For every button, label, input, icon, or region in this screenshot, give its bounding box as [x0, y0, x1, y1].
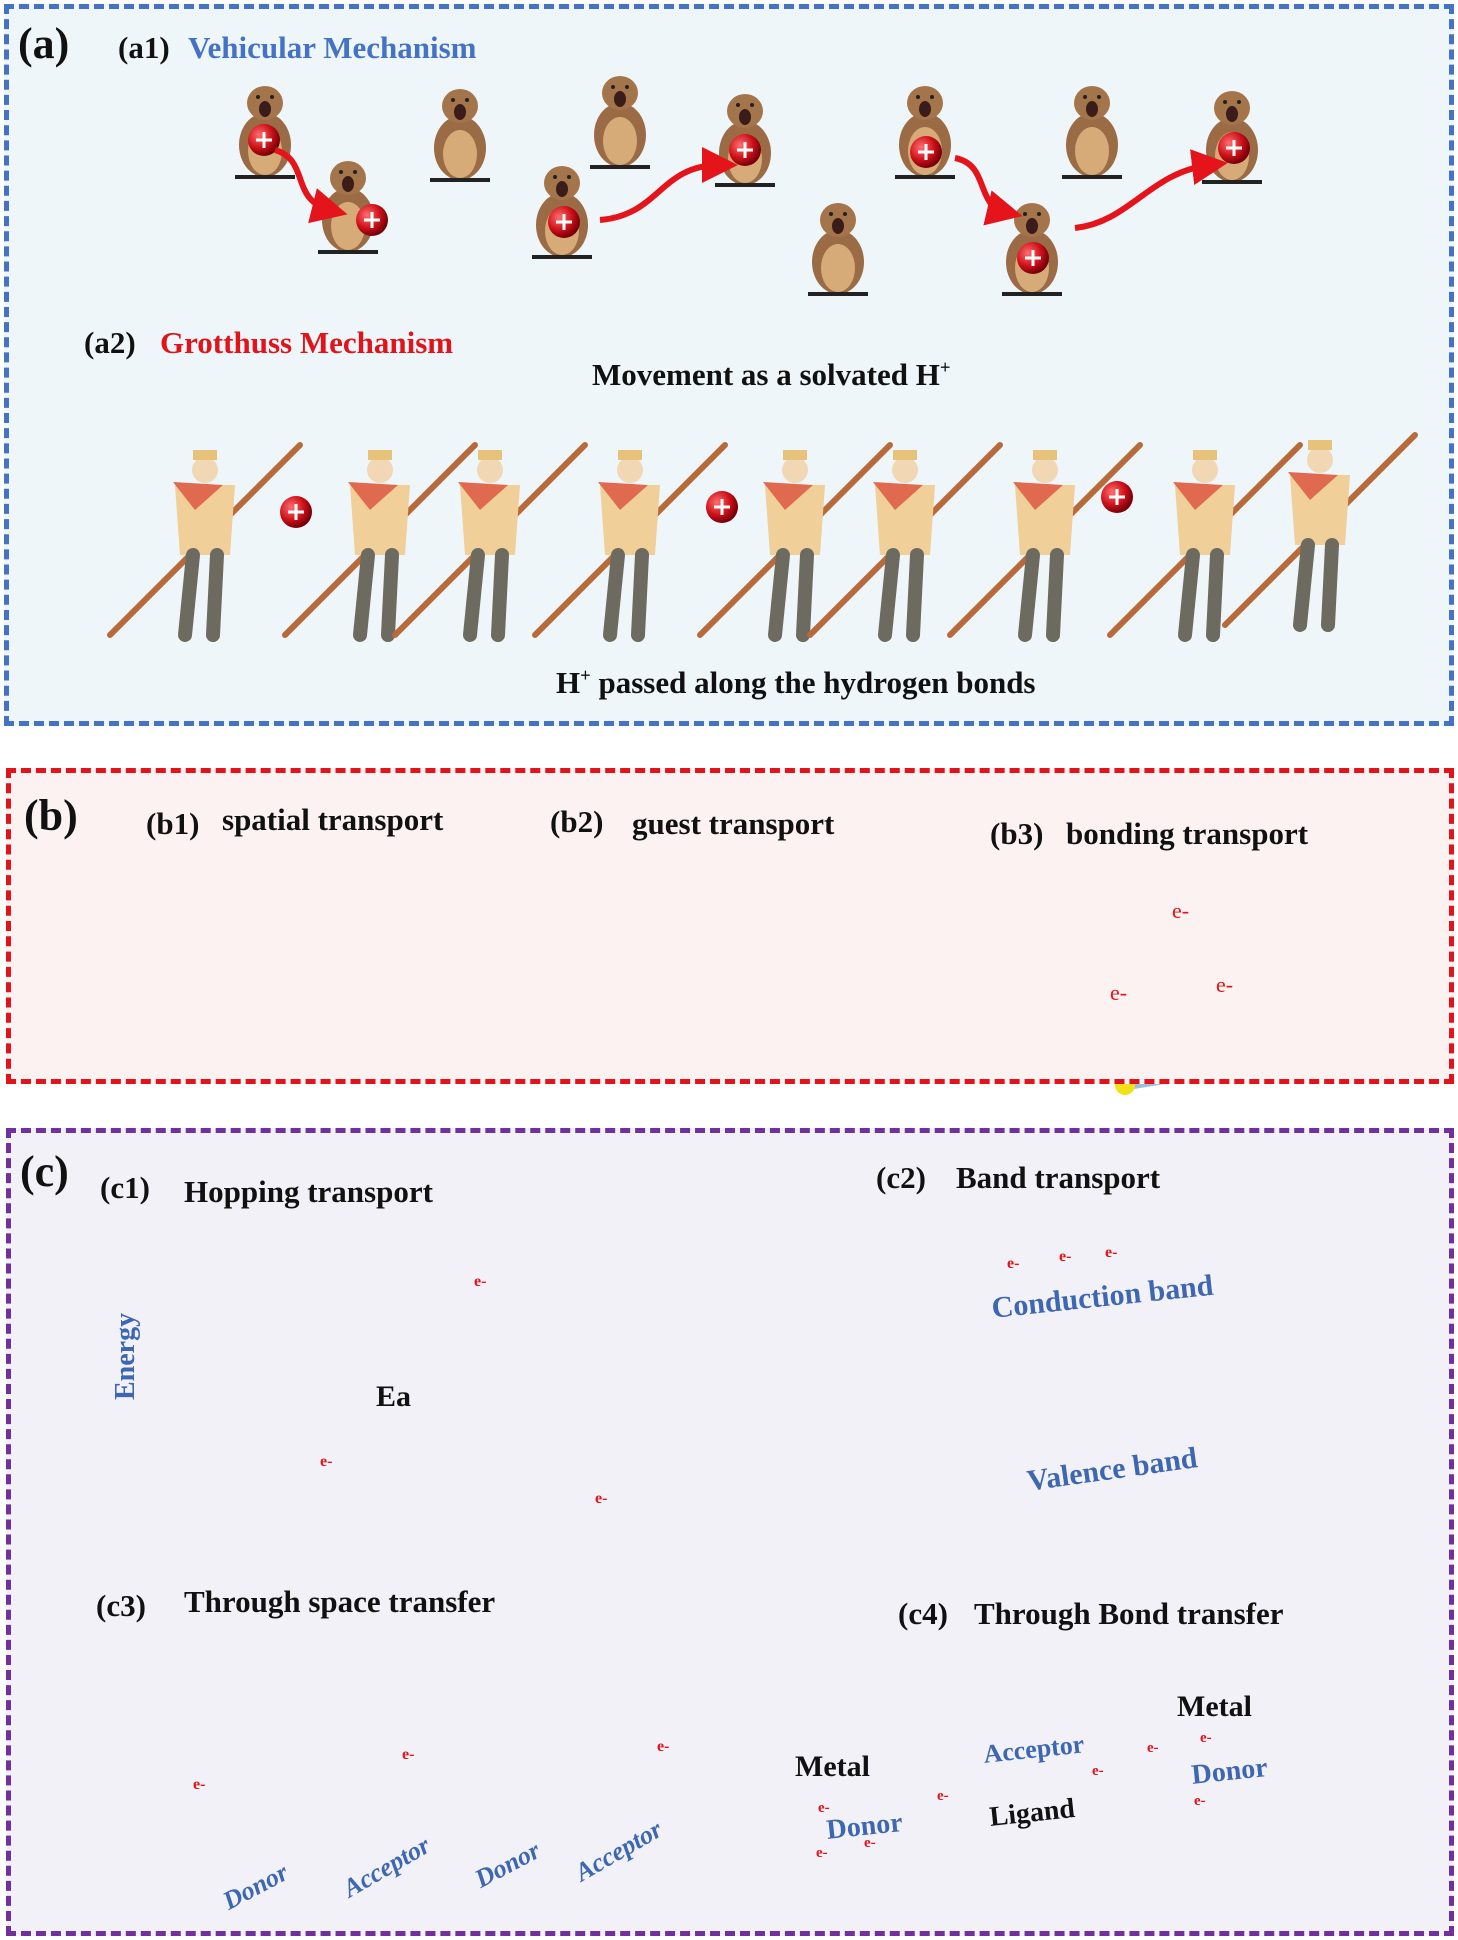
electron-label: e-: [937, 1788, 949, 1804]
monk-figure: [1110, 445, 1300, 635]
marmot-figure: [808, 203, 868, 296]
panel-a-label: (a): [18, 19, 70, 68]
c2-tag: (c2): [876, 1160, 926, 1195]
c1-title: Hopping transport: [184, 1174, 433, 1209]
panel-c-label: (c): [20, 1147, 69, 1196]
c4-tag: (c4): [898, 1596, 948, 1631]
electron-label: e-: [864, 1835, 876, 1851]
vehicular-caption-sup: +: [939, 357, 951, 379]
electron-label: e-: [1092, 1763, 1104, 1779]
proton-icon: [704, 489, 740, 525]
grotthuss-caption-sup: +: [580, 665, 591, 687]
b2-tag: (b2): [550, 804, 604, 839]
proton-icon: [546, 204, 582, 240]
c4-title: Through Bond transfer: [974, 1596, 1284, 1631]
electron-label: e-: [1059, 1248, 1072, 1265]
monk-figure: [395, 445, 585, 635]
activation-energy-label: Ea: [376, 1380, 412, 1413]
electron-label: e-: [320, 1453, 333, 1470]
c2-title: Band transport: [956, 1160, 1161, 1195]
monk-figure: [285, 445, 475, 635]
c1-tag: (c1): [100, 1170, 150, 1205]
electron-label: e-: [1172, 898, 1190, 923]
electron-label: e-: [1105, 1244, 1118, 1261]
b2-title: guest transport: [632, 806, 835, 841]
vehicular-caption-text: Movement as a solvated H: [592, 357, 940, 392]
hop-arrow: [599, 147, 738, 223]
proton-icon: [1015, 240, 1051, 276]
proton-icon: [727, 132, 763, 168]
monk-figure: [110, 445, 300, 635]
panel-c-electron-conduction: [6, 1128, 1454, 1936]
monk-figure: [535, 445, 725, 635]
electron-label: e-: [1200, 1730, 1212, 1746]
b1-title: spatial transport: [222, 802, 444, 837]
electron-label: e-: [1007, 1255, 1020, 1272]
electron-label: e-: [474, 1273, 487, 1290]
grotthuss-caption: H+ passed along the hydrogen bonds: [556, 665, 1036, 701]
proton-icon: [354, 202, 390, 238]
marmot-figure: [590, 76, 650, 169]
hop-arrow: [954, 155, 1023, 226]
monk-figure: [810, 445, 1000, 635]
c3-title: Through space transfer: [184, 1584, 496, 1619]
hop-arrow: [273, 147, 348, 224]
proton-icon: [1216, 130, 1252, 166]
electron-label: e-: [1110, 980, 1128, 1005]
vehicular-caption: Movement as a solvated H+: [592, 357, 950, 393]
monk-figure: [950, 445, 1140, 635]
electron-label: e-: [595, 1490, 608, 1507]
grotthuss-caption-prefix: H: [556, 665, 581, 700]
electron-label: e-: [1194, 1793, 1206, 1809]
monk-figure: [1225, 435, 1415, 625]
metal-label: Metal: [1177, 1690, 1252, 1723]
metal-label: Metal: [795, 1750, 870, 1783]
panel-b-label: (b): [24, 791, 78, 840]
electron-label: e-: [402, 1746, 415, 1763]
electron-label: e-: [1147, 1740, 1159, 1756]
electron-label: e-: [1216, 972, 1234, 997]
panel-b-mof-transport: [6, 768, 1454, 1084]
marmot-figure: [430, 89, 490, 182]
electron-label: e-: [193, 1776, 206, 1793]
a1-title: Vehicular Mechanism: [188, 30, 477, 65]
proton-icon: [278, 494, 314, 530]
grotthuss-caption-text: passed along the hydrogen bonds: [590, 665, 1036, 700]
electron-label: e-: [657, 1738, 670, 1755]
a2-tag: (a2): [84, 325, 136, 360]
b3-title: bonding transport: [1066, 816, 1309, 851]
a1-tag: (a1): [118, 30, 170, 65]
energy-axis-label: Energy: [110, 1312, 141, 1400]
electron-label: e-: [816, 1845, 828, 1861]
proton-icon: [908, 134, 944, 170]
electron-label: e-: [818, 1800, 830, 1816]
proton-icon: [1099, 479, 1135, 515]
a2-title: Grotthuss Mechanism: [160, 325, 454, 360]
monk-figure: [700, 445, 890, 635]
c3-tag: (c3): [96, 1588, 146, 1623]
b1-tag: (b1): [146, 806, 200, 841]
b3-tag: (b3): [990, 816, 1044, 851]
marmot-figure: [1062, 86, 1122, 179]
hop-arrow: [1074, 149, 1228, 231]
